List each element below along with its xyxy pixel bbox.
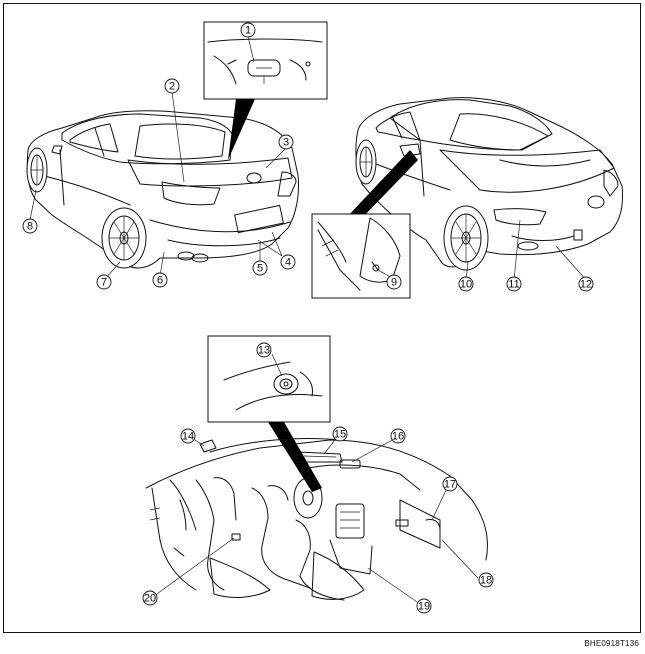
- callout-label: 8: [27, 221, 33, 233]
- callout-3: 3: [278, 134, 294, 150]
- callout-4: 4: [280, 254, 296, 270]
- callout-18: 18: [478, 572, 494, 588]
- callout-circle: [164, 78, 180, 94]
- callout-label: 5: [257, 263, 263, 275]
- callout-1: 1: [240, 22, 256, 38]
- callout-label: 12: [580, 279, 592, 291]
- inset-map-light: [203, 21, 328, 160]
- callout-7: 7: [96, 274, 112, 290]
- leader-lines: [29, 35, 587, 605]
- interior-view: [145, 335, 488, 601]
- callout-circle: [256, 342, 272, 358]
- callout-15: 15: [332, 426, 348, 442]
- callout-circle: [240, 22, 256, 38]
- callout-label: 10: [460, 279, 472, 291]
- callout-label: 16: [392, 431, 404, 443]
- callout-circle: [578, 276, 594, 292]
- callout-16: 16: [390, 428, 406, 444]
- callout-circle: [142, 590, 158, 606]
- callout-circle: [390, 428, 406, 444]
- callout-14: 14: [180, 428, 196, 444]
- callout-circle: [180, 428, 196, 444]
- callout-circle: [386, 274, 402, 290]
- callout-13: 13: [256, 342, 272, 358]
- callout-circle: [478, 572, 494, 588]
- callout-label: 18: [480, 575, 492, 587]
- callout-circle: [96, 274, 112, 290]
- figure-code: BHE0918T136: [584, 639, 639, 648]
- callout-6: 6: [152, 272, 168, 288]
- callout-circle: [416, 598, 432, 614]
- callout-circle: [22, 218, 38, 234]
- callout-19: 19: [416, 598, 432, 614]
- callout-circle: [278, 134, 294, 150]
- callout-8: 8: [22, 218, 38, 234]
- callout-label: 6: [157, 275, 163, 287]
- callout-20: 20: [142, 590, 158, 606]
- callout-label: 13: [258, 345, 270, 357]
- callout-11: 11: [506, 276, 522, 292]
- callout-label: 14: [182, 431, 194, 443]
- callout-17: 17: [442, 476, 458, 492]
- callout-circle: [252, 260, 268, 276]
- callout-label: 9: [391, 277, 397, 289]
- callout-label: 7: [101, 277, 107, 289]
- callout-9: 9: [386, 274, 402, 290]
- callout-circle: [332, 426, 348, 442]
- callout-5: 5: [252, 260, 268, 276]
- callout-label: 15: [334, 429, 346, 441]
- rear-car-view: [26, 110, 299, 269]
- front-car-view: [355, 97, 623, 271]
- callout-circle: [458, 276, 474, 292]
- callout-label: 4: [285, 257, 291, 269]
- callout-circle: [152, 272, 168, 288]
- callout-circle: [442, 476, 458, 492]
- callout-label: 19: [418, 601, 430, 613]
- callout-2: 2: [164, 78, 180, 94]
- callout-label: 3: [283, 137, 289, 149]
- callout-circle: [506, 276, 522, 292]
- callout-10: 10: [458, 276, 474, 292]
- callout-circle: [280, 254, 296, 270]
- callout-label: 11: [508, 279, 519, 291]
- callout-label: 17: [444, 479, 456, 491]
- callout-12: 12: [578, 276, 594, 292]
- callout-label: 20: [144, 593, 156, 605]
- callout-label: 2: [169, 81, 175, 93]
- callout-label: 1: [245, 25, 251, 37]
- figure-frame: [3, 3, 641, 633]
